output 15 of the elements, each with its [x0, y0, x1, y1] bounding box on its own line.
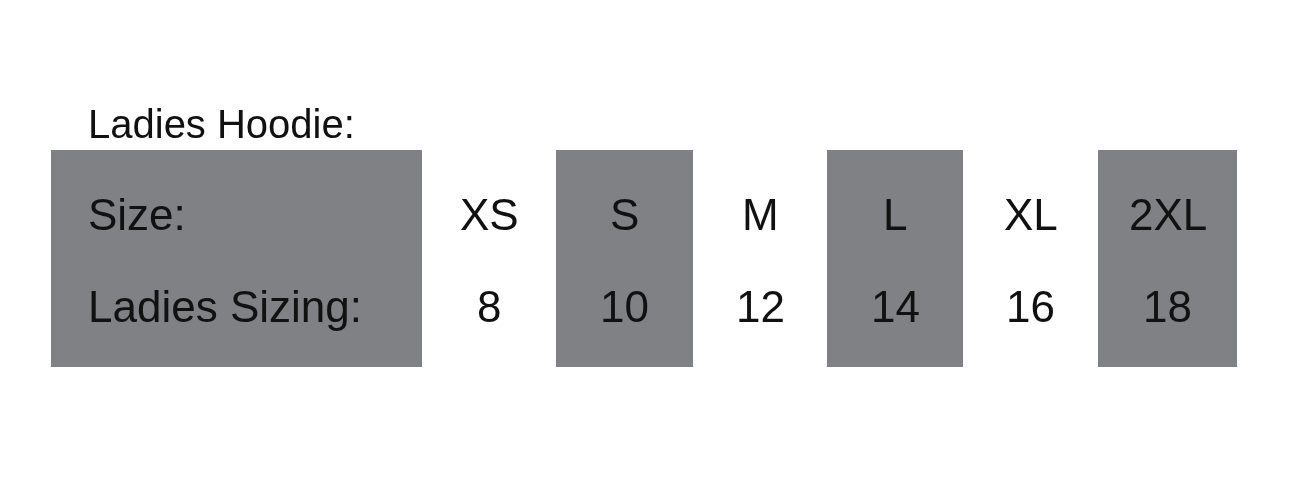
size-code: XL [1004, 193, 1058, 237]
numeric-size: 8 [477, 285, 502, 329]
numeric-size: 16 [1006, 285, 1055, 329]
row-header: Ladies Sizing: [88, 285, 362, 329]
size-code: M [742, 193, 779, 237]
table-title: Ladies Hoodie: [88, 104, 355, 144]
row-header: Size: [88, 193, 186, 237]
size-code: S [610, 193, 640, 237]
numeric-size: 14 [871, 285, 920, 329]
size-code: 2XL [1129, 193, 1208, 237]
size-code: XS [460, 193, 519, 237]
size-code: L [883, 193, 908, 237]
numeric-size: 10 [600, 285, 649, 329]
numeric-size: 12 [736, 285, 785, 329]
numeric-size: 18 [1143, 285, 1192, 329]
